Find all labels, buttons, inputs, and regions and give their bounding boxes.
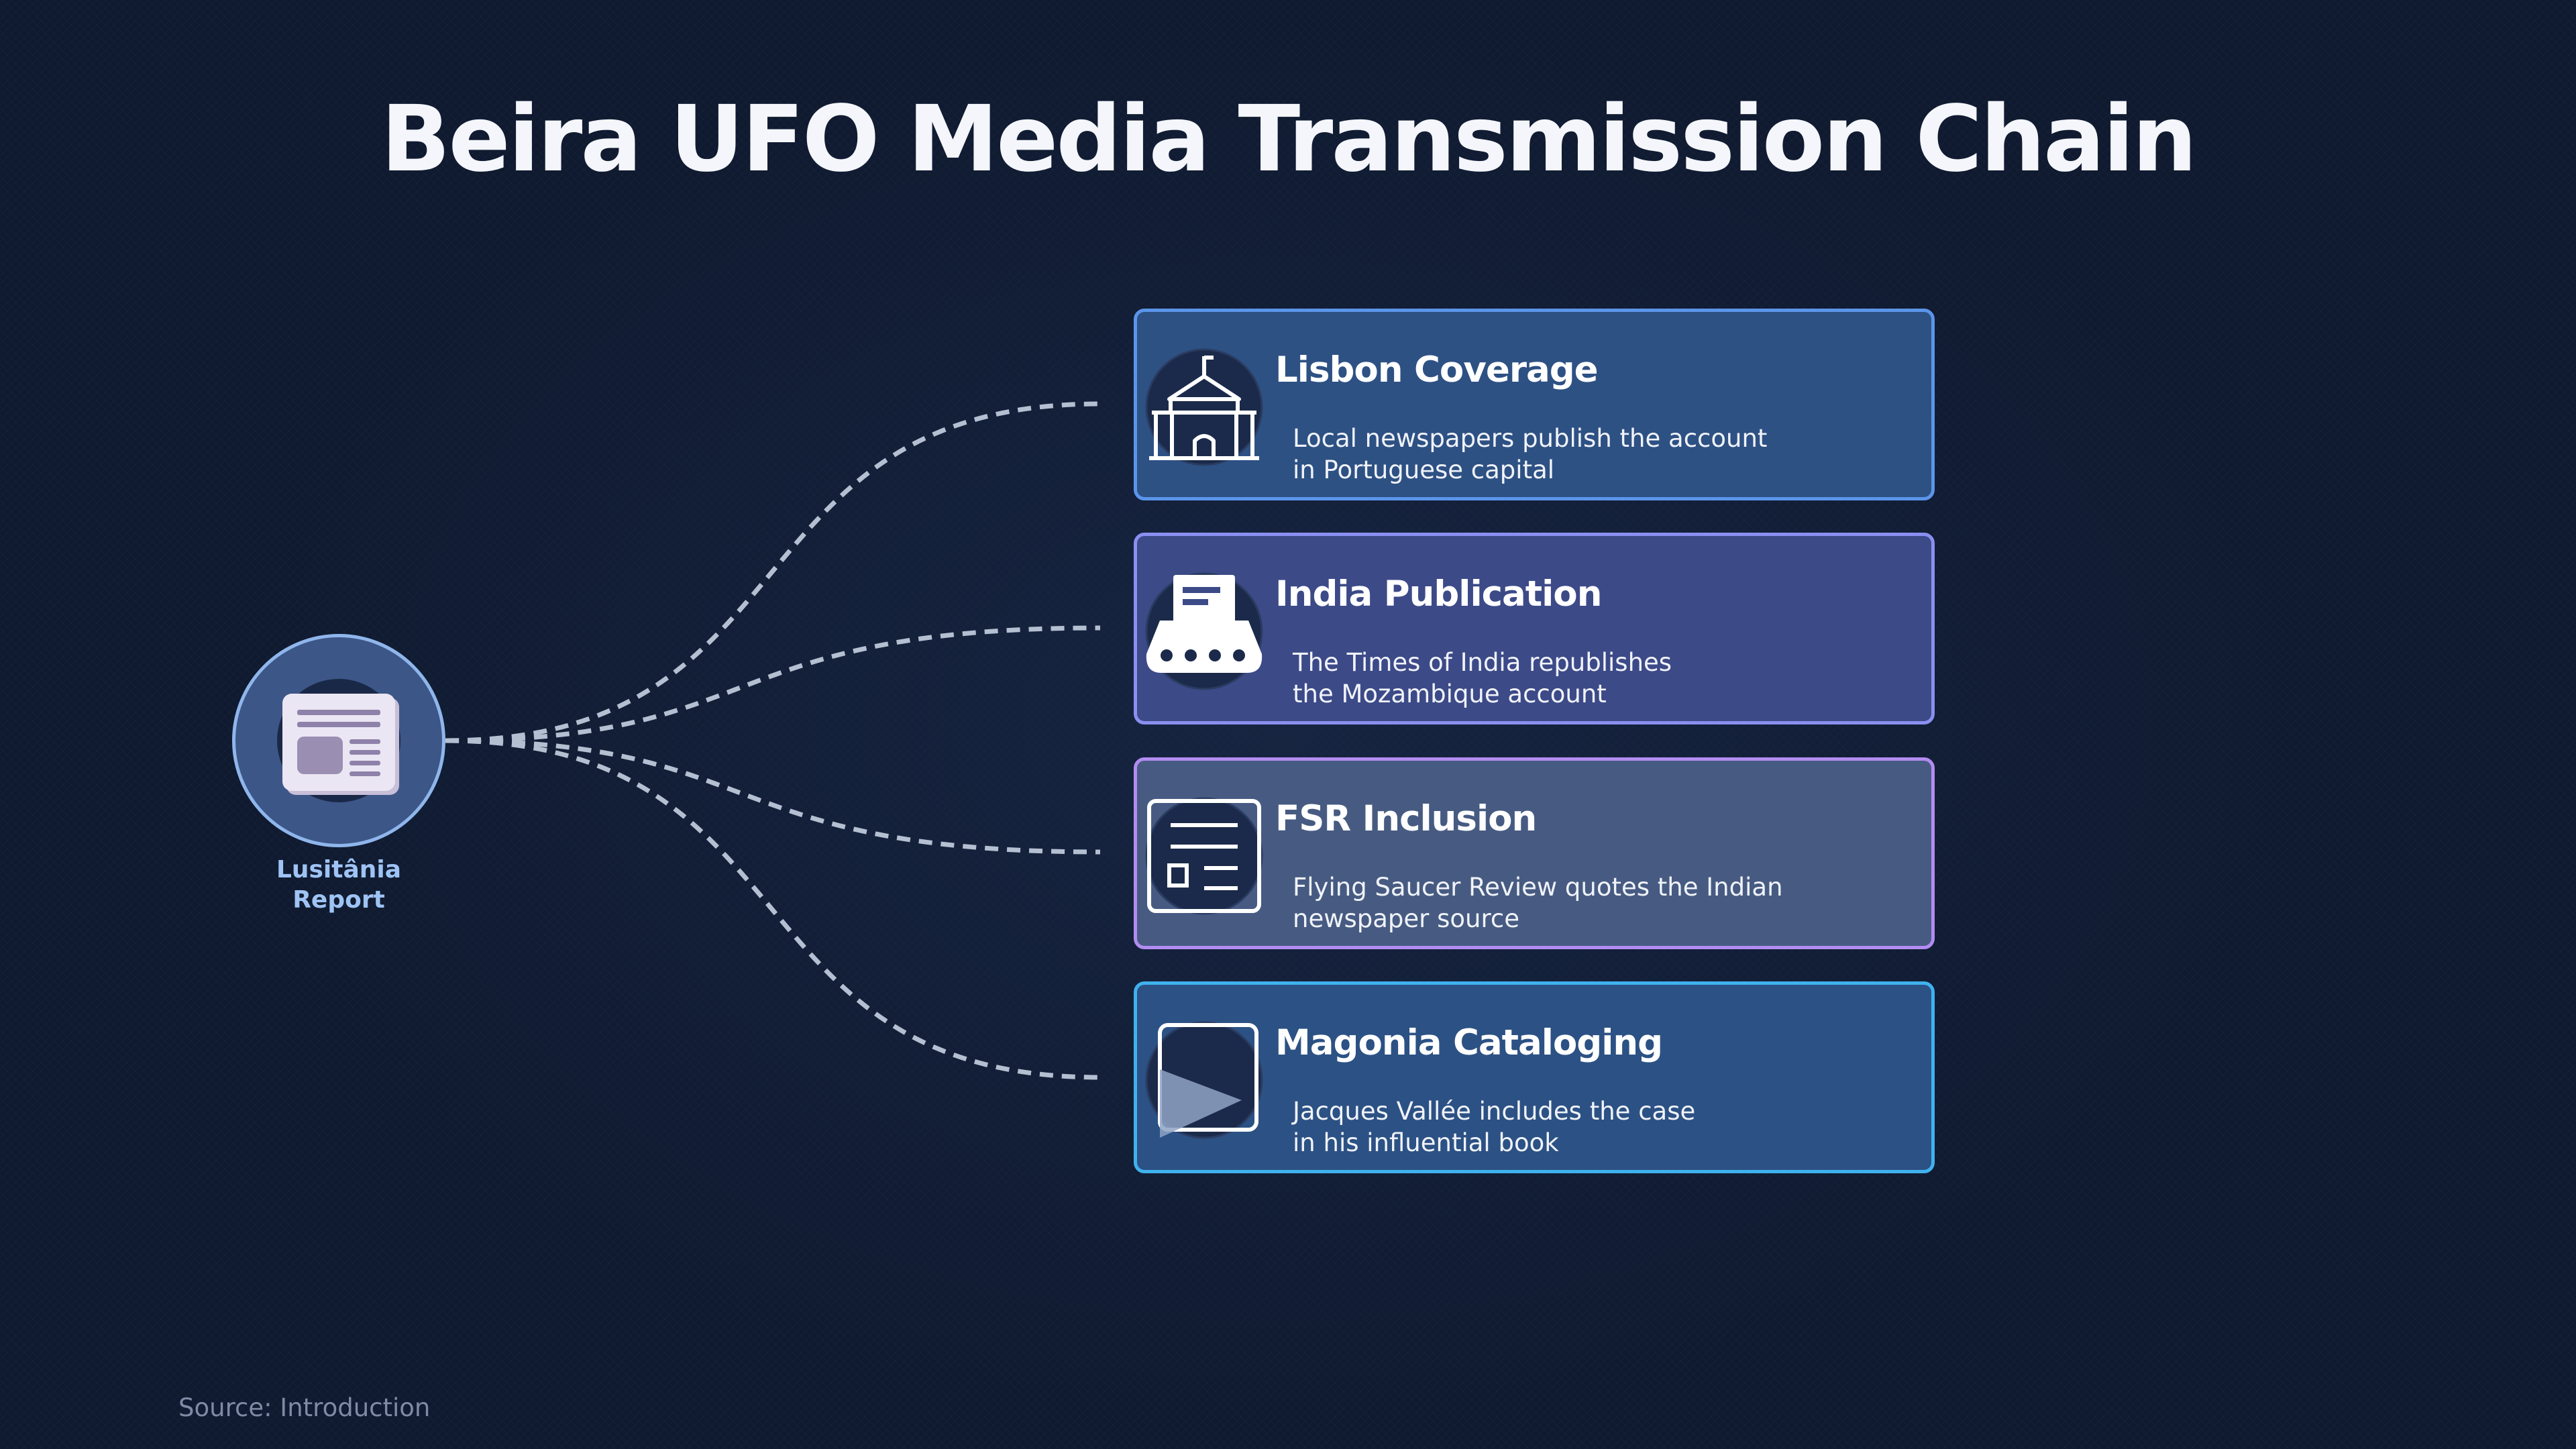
node-description: Local newspapers publish the account in …: [1293, 423, 1896, 486]
node-card-fsr: FSR Inclusion Flying Saucer Review quote…: [1134, 757, 1935, 949]
node-description-line1: Flying Saucer Review quotes the Indian: [1293, 873, 1783, 902]
hub-label-line1: Lusitânia: [276, 856, 402, 883]
node-description-line1: Jacques Vallée includes the case: [1293, 1097, 1696, 1126]
node-card-india: India Publication The Times of India rep…: [1134, 533, 1935, 724]
node-description-line1: Local newspapers publish the account: [1293, 424, 1768, 453]
newspaper-icon: [277, 679, 400, 802]
node-card-lisbon: Lisbon Coverage Local newspapers publish…: [1134, 309, 1935, 500]
node-description-line1: The Times of India republishes: [1293, 648, 1672, 677]
page-title: Beira UFO Media Transmission Chain: [380, 87, 2197, 193]
typewriter-icon: [1145, 572, 1263, 690]
node-card-magonia: Magonia Cataloging Jacques Vallée includ…: [1134, 981, 1935, 1173]
connector-fsr: [445, 738, 1101, 855]
node-title: FSR Inclusion: [1275, 798, 1537, 839]
node-description-line2: in Portuguese capital: [1293, 455, 1555, 484]
node-description: Jacques Vallée includes the case in his …: [1293, 1095, 1896, 1159]
node-description-line2: in his influential book: [1293, 1128, 1559, 1157]
node-description: The Times of India republishes the Mozam…: [1293, 647, 1896, 710]
node-description-line2: newspaper source: [1293, 904, 1520, 933]
source-note: Source: Introduction: [178, 1393, 431, 1422]
magazine-icon: [1145, 797, 1263, 915]
book-icon: [1145, 1021, 1263, 1139]
node-description: Flying Saucer Review quotes the Indian n…: [1293, 871, 1896, 934]
node-title: India Publication: [1275, 574, 1602, 614]
connector-magonia: [445, 738, 1101, 1080]
building-icon: [1145, 348, 1263, 466]
node-title: Magonia Cataloging: [1275, 1022, 1663, 1063]
connector-lisbon: [445, 401, 1101, 743]
hub-label-line2: Report: [292, 886, 385, 914]
node-description-line2: the Mozambique account: [1293, 680, 1607, 708]
hub-label: Lusitânia Report: [238, 855, 439, 915]
source-hub-node: [232, 634, 445, 847]
connector-india: [445, 625, 1101, 743]
node-title: Lisbon Coverage: [1275, 350, 1599, 390]
